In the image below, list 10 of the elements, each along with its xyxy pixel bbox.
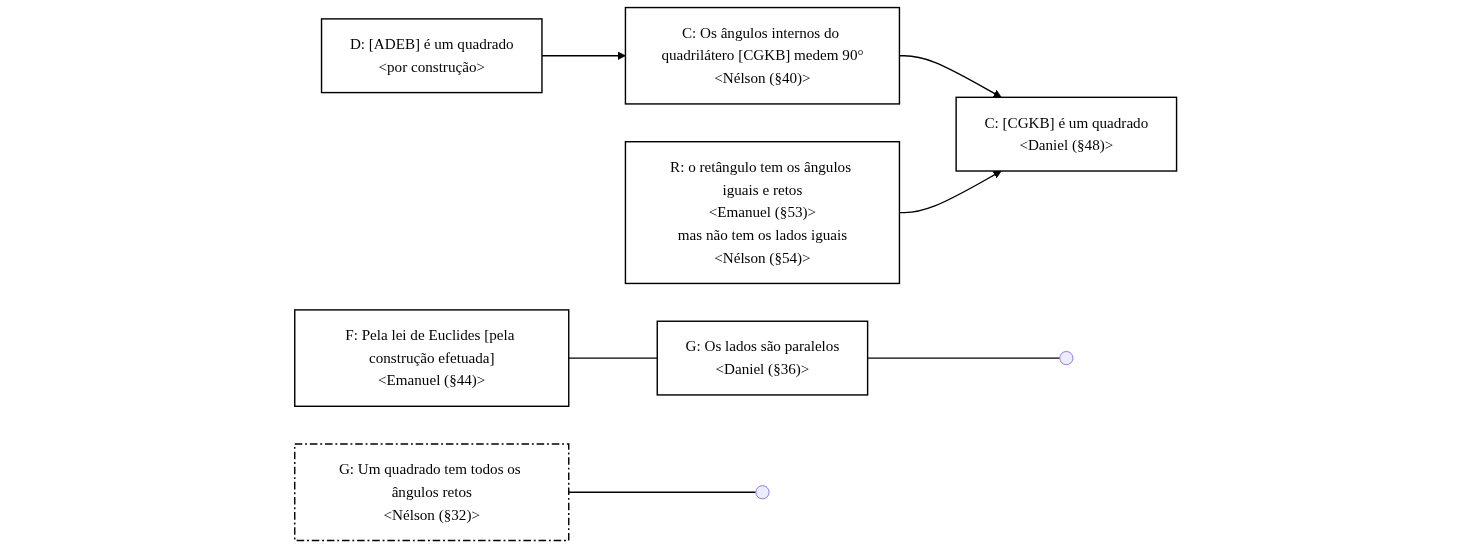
arrow <box>899 170 1002 214</box>
node-box: C: Os ângulos internos do quadrilátero [CGKB] medem 90° <Nélson (§40)> <box>625 6 901 105</box>
node-box: G: Um quadrado tem todos os ângulos retos <Nélson (§32)> <box>294 443 570 542</box>
node-box: C: [CGKB] é um quadrado <Daniel (§48)> <box>955 96 1178 172</box>
connector <box>867 357 1061 359</box>
arrow <box>899 55 1002 98</box>
node-box: R: o retângulo tem os ângulos iguais e retos <Emanuel (§53)> mas não tem os lados iguais <Nélson (§54)> <box>625 141 901 285</box>
node-box: G: Os lados são paralelos <Daniel (§36)> <box>656 320 869 396</box>
node-box: F: Pela lei de Euclides [pela construção efetuada] <Emanuel (§44)> <box>294 309 570 407</box>
node-box: D: [ADEB] é um quadrado <por construção> <box>321 18 543 94</box>
